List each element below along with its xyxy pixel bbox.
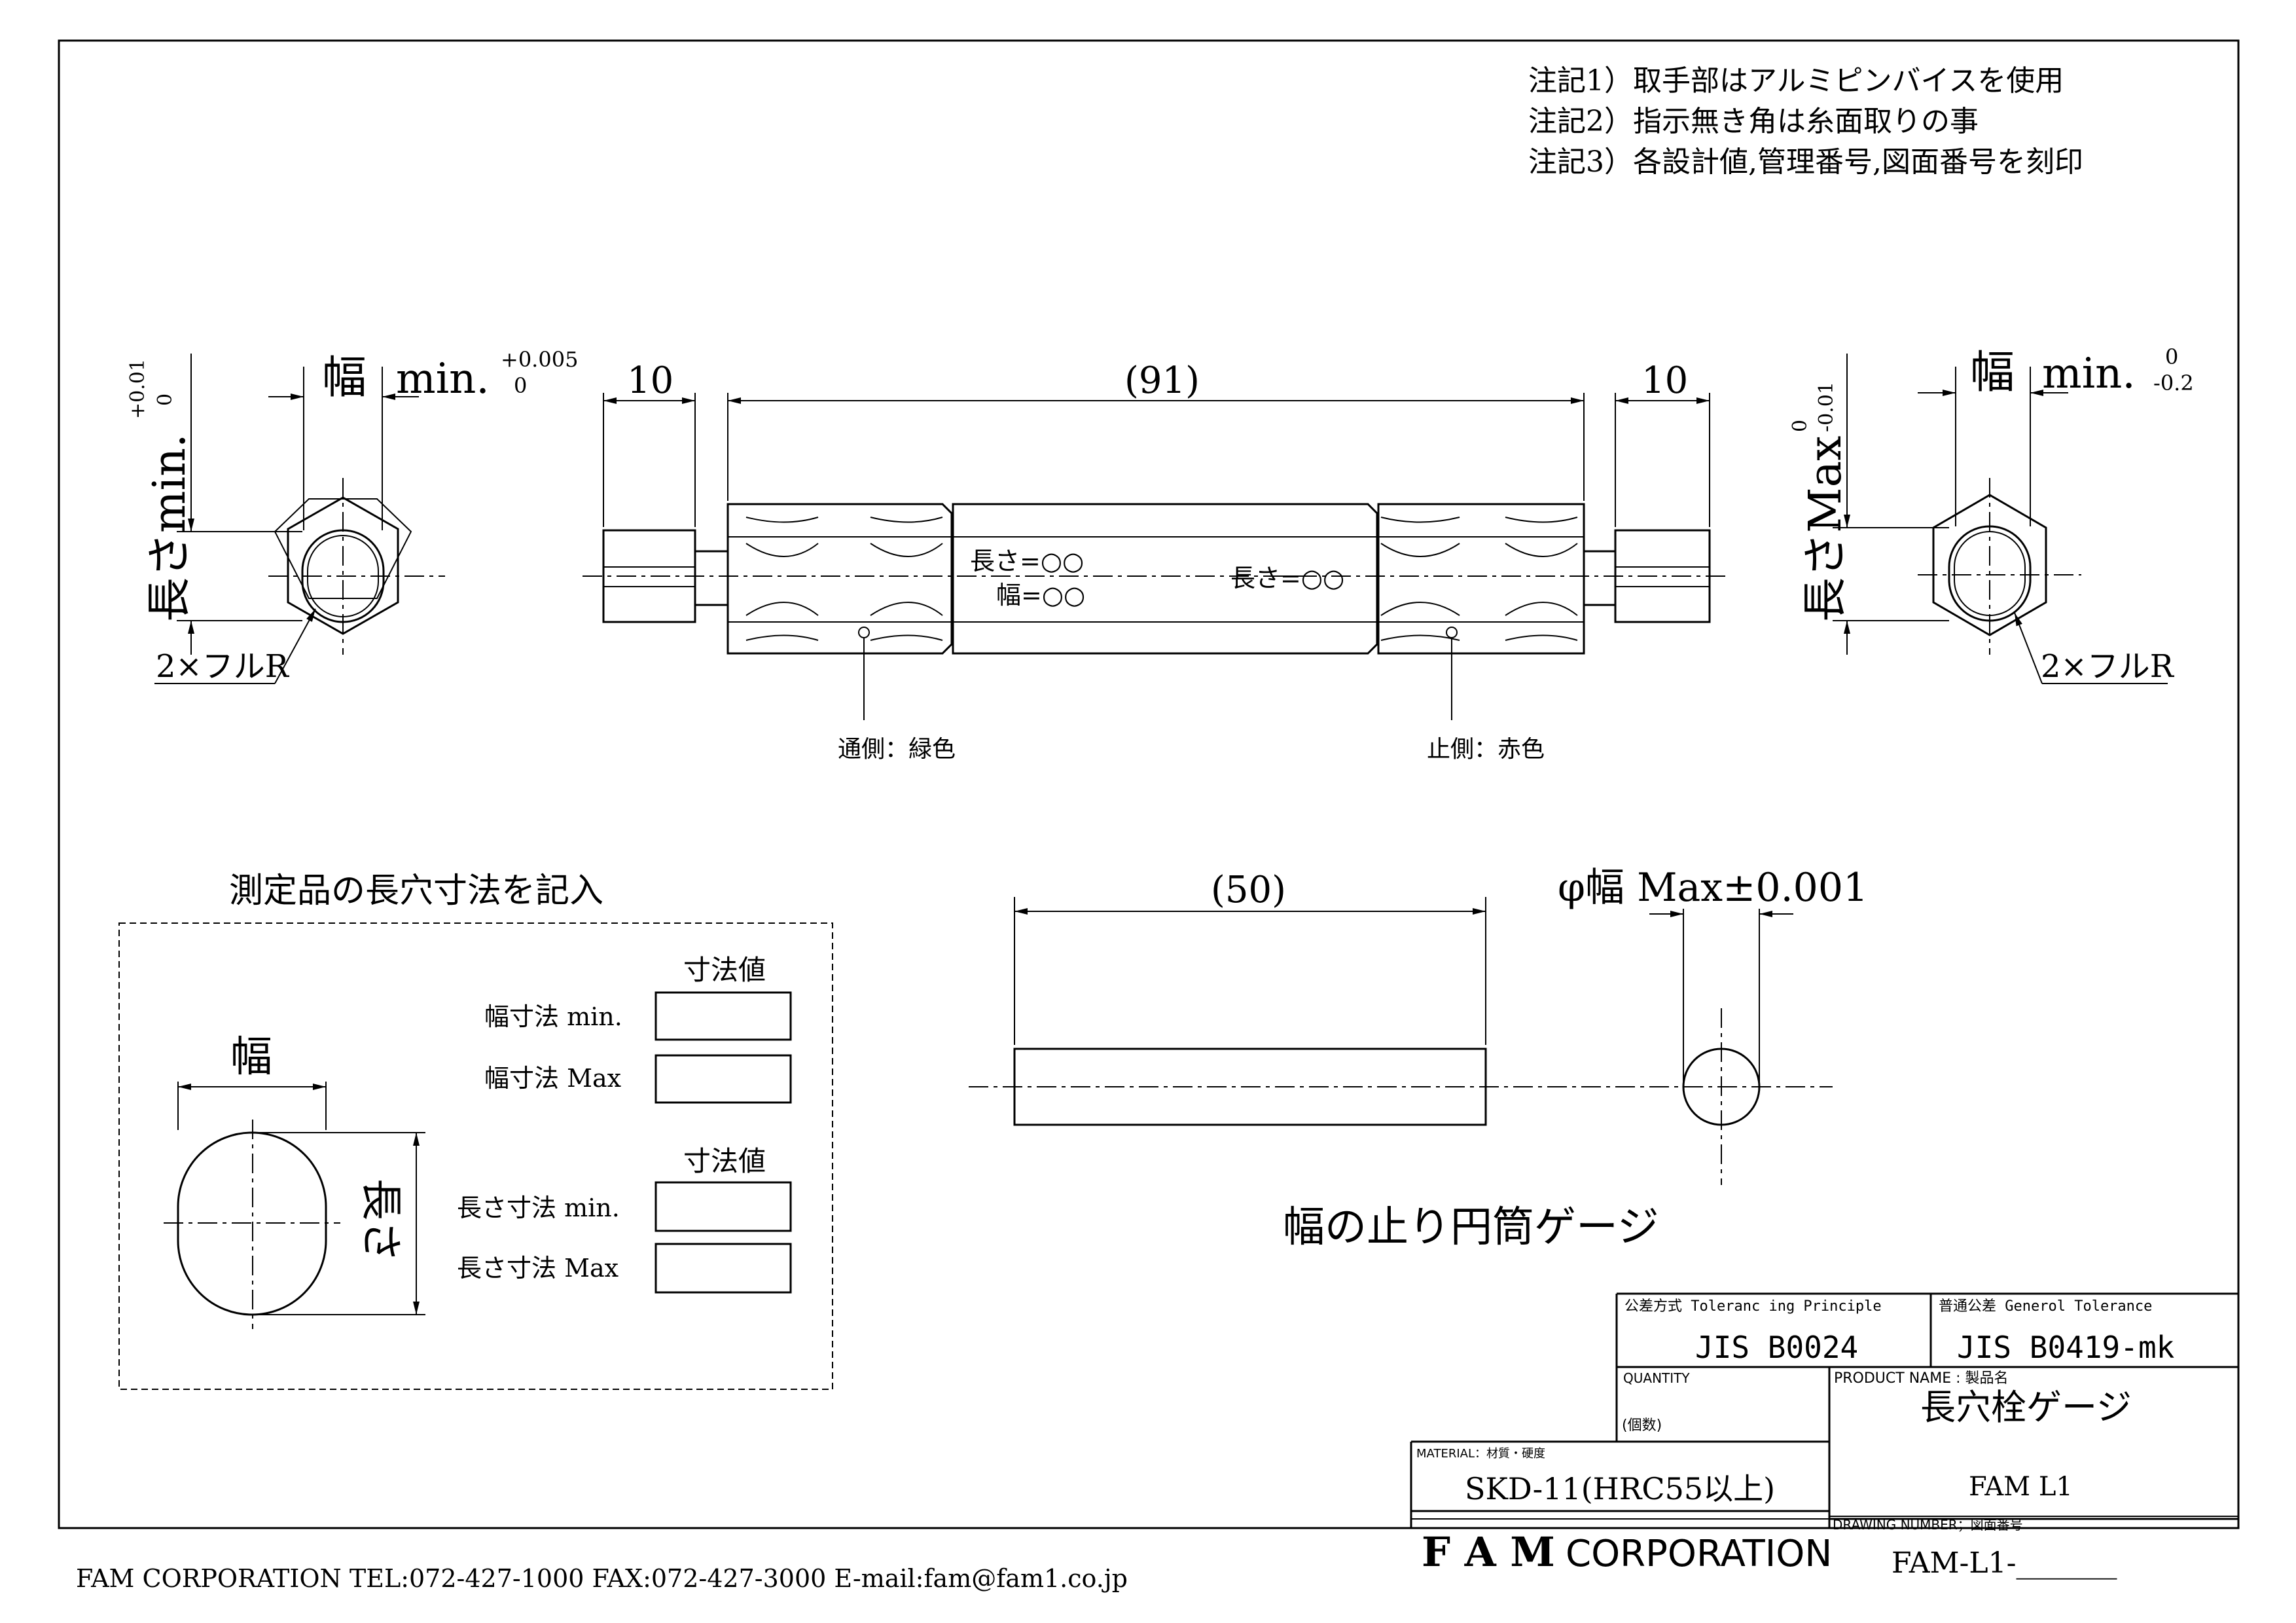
- row-length-min: 長さ寸法 min.: [457, 1194, 620, 1222]
- model-value: FAM L1: [1969, 1472, 2073, 1502]
- quantity-sub: (個数): [1622, 1417, 1662, 1434]
- record-box: 測定品の長穴寸法を記入 幅 長さ 寸法値 幅寸法 min. 幅寸法 Max 寸法…: [118, 871, 833, 1390]
- cylinder-caption: 幅の止り円筒ゲージ: [1283, 1203, 1659, 1252]
- note-2: 注記2）指示無き角は糸面取りの事: [1528, 105, 1979, 138]
- product-value: 長穴栓ゲージ: [1920, 1387, 2132, 1428]
- engrave-go-width: 幅=○○: [996, 581, 1085, 610]
- input-width-max: [655, 1054, 792, 1104]
- right-end-view: 幅 min. 0 -0.2 長さMax 0 -0.01 2×フルR: [1789, 344, 2194, 685]
- tolerancing-value: JIS B0024: [1695, 1330, 1858, 1365]
- drawing-value: FAM-L1-_______: [1892, 1546, 2117, 1580]
- row-width-min: 幅寸法 min.: [484, 1002, 622, 1031]
- handle-go: [726, 503, 953, 655]
- left-end-view: 幅 min. +0.005 0 長さmin. +0.01 0 2×フルR: [126, 347, 578, 685]
- engrave-go-length: 長さ=○○: [970, 547, 1084, 575]
- general-tol-value: JIS B0419-mk: [1957, 1330, 2174, 1365]
- engrave-nogo-length: 長さ=○○: [1230, 564, 1344, 593]
- hex-outline: [274, 498, 412, 599]
- title-block: 公差方式 Toleranc ing Principle JIS B0024 普通…: [1410, 1292, 2238, 1580]
- go-side-label: 通側：緑色: [838, 736, 956, 763]
- length-label: 長さmin.: [144, 433, 196, 622]
- width-tol-lower: 0: [514, 373, 527, 398]
- dim-right: 10: [1641, 359, 1688, 402]
- company-logo: F A M: [1422, 1528, 1555, 1576]
- width-tol-upper: +0.005: [501, 347, 578, 372]
- width-min: min.: [2042, 350, 2136, 398]
- radius-note: 2×フルR: [156, 648, 290, 685]
- drawing-label: DRAWING NUMBER；図面番号: [1833, 1517, 2023, 1533]
- width-label: 幅: [230, 1033, 272, 1082]
- quantity-label: QUANTITY: [1623, 1370, 1690, 1386]
- note-3: 注記3）各設計値,管理番号,図面番号を刻印: [1528, 145, 2083, 179]
- width-tol-upper: 0: [2165, 344, 2178, 369]
- general-tol-label: 普通公差 Generol Tolerance: [1939, 1298, 2152, 1315]
- input-length-min: [655, 1181, 792, 1232]
- row-width-max: 幅寸法 Max: [484, 1064, 621, 1093]
- value-header-2: 寸法値: [683, 1145, 766, 1177]
- length-dim: (50): [1211, 869, 1286, 911]
- length-tol-lower: 0: [154, 393, 177, 406]
- product-label: PRODUCT NAME : 製品名: [1834, 1370, 2009, 1387]
- handle-nogo: [1377, 503, 1585, 655]
- gauge-side-view: 10 (91) 10 長さ=○○ 幅=○○ 長さ=○○ 通側：緑色 止側：赤色: [583, 359, 1728, 763]
- footer-contact: FAM CORPORATION TEL:072-427-1000 FAX:072…: [76, 1564, 1128, 1593]
- width-tol-lower: -0.2: [2153, 371, 2194, 395]
- nogo-side-label: 止側：赤色: [1427, 736, 1545, 763]
- width-min: min.: [396, 355, 490, 403]
- notes: 注記1）取手部はアルミピンバイスを使用 注記2）指示無き角は糸面取りの事 注記3…: [1528, 64, 2083, 179]
- record-frame: [118, 922, 833, 1390]
- material-value: SKD-11(HRC55以上): [1465, 1471, 1775, 1506]
- radius-note: 2×フルR: [2041, 648, 2175, 685]
- diameter-dim: φ幅 Max±0.001: [1558, 865, 1868, 911]
- length-tol-upper: 0: [1789, 420, 1812, 432]
- length-label: 長さMax: [1800, 435, 1852, 622]
- cylinder-gauge: (50) φ幅 Max±0.001 幅の止り円筒ゲージ: [969, 865, 1868, 1252]
- input-length-max: [655, 1243, 792, 1294]
- value-header-1: 寸法値: [683, 954, 766, 986]
- drawing-border: [58, 39, 2240, 1529]
- length-tol-lower: -0.01: [1815, 382, 1838, 432]
- handle-center: [952, 503, 1378, 655]
- tolerancing-label: 公差方式 Toleranc ing Principle: [1624, 1298, 1882, 1315]
- record-title: 測定品の長穴寸法を記入: [229, 871, 603, 911]
- length-tol-upper: +0.01: [126, 359, 149, 419]
- dim-center: (91): [1124, 359, 1200, 402]
- material-label: MATERIAL：材質・硬度: [1416, 1447, 1545, 1461]
- row-length-max: 長さ寸法 Max: [457, 1254, 619, 1283]
- length-label: 長さ: [356, 1178, 404, 1262]
- note-1: 注記1）取手部はアルミピンバイスを使用: [1528, 64, 2064, 98]
- company-name: CORPORATION: [1566, 1533, 1832, 1575]
- width-label: 幅: [1970, 347, 2015, 399]
- input-width-min: [655, 991, 792, 1041]
- width-label: 幅: [322, 352, 367, 404]
- dim-left: 10: [627, 359, 673, 402]
